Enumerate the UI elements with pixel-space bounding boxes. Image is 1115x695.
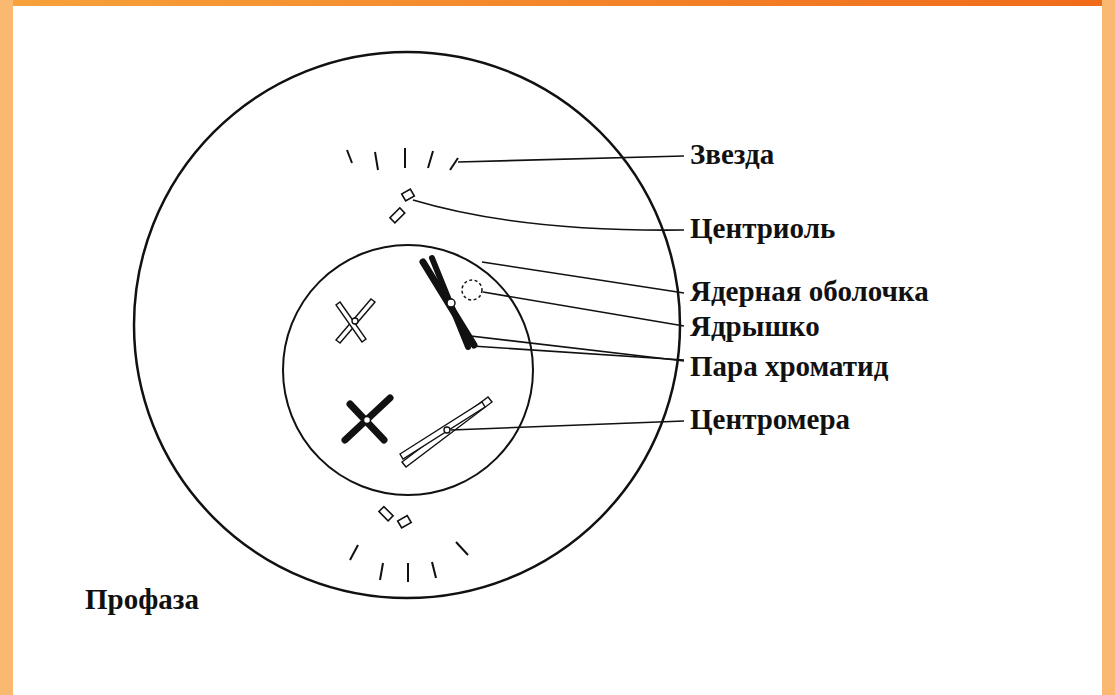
chromosome [423, 258, 474, 347]
slide-bar [0, 0, 1115, 6]
part-label: Центромера [690, 404, 850, 436]
chromosome [345, 398, 390, 440]
slide-bar [1102, 0, 1115, 695]
nuclear-envelope [283, 245, 533, 495]
centriole [390, 189, 414, 223]
part-label: Звезда [690, 139, 774, 171]
aster [350, 542, 468, 582]
chromosome [400, 397, 492, 467]
leader-line [413, 156, 684, 430]
part-label: Пара хроматид [690, 351, 888, 383]
centriole [379, 507, 411, 528]
part-label: Центриоль [690, 213, 835, 245]
part-label: Ядерная оболочка [690, 276, 929, 308]
caption: Профаза [85, 584, 199, 616]
nucleolus [462, 280, 482, 300]
aster [347, 148, 458, 170]
slide-bar [0, 0, 13, 695]
chromosome [336, 299, 375, 343]
part-label: Ядрышко [690, 311, 820, 343]
cell-outline [134, 52, 680, 598]
